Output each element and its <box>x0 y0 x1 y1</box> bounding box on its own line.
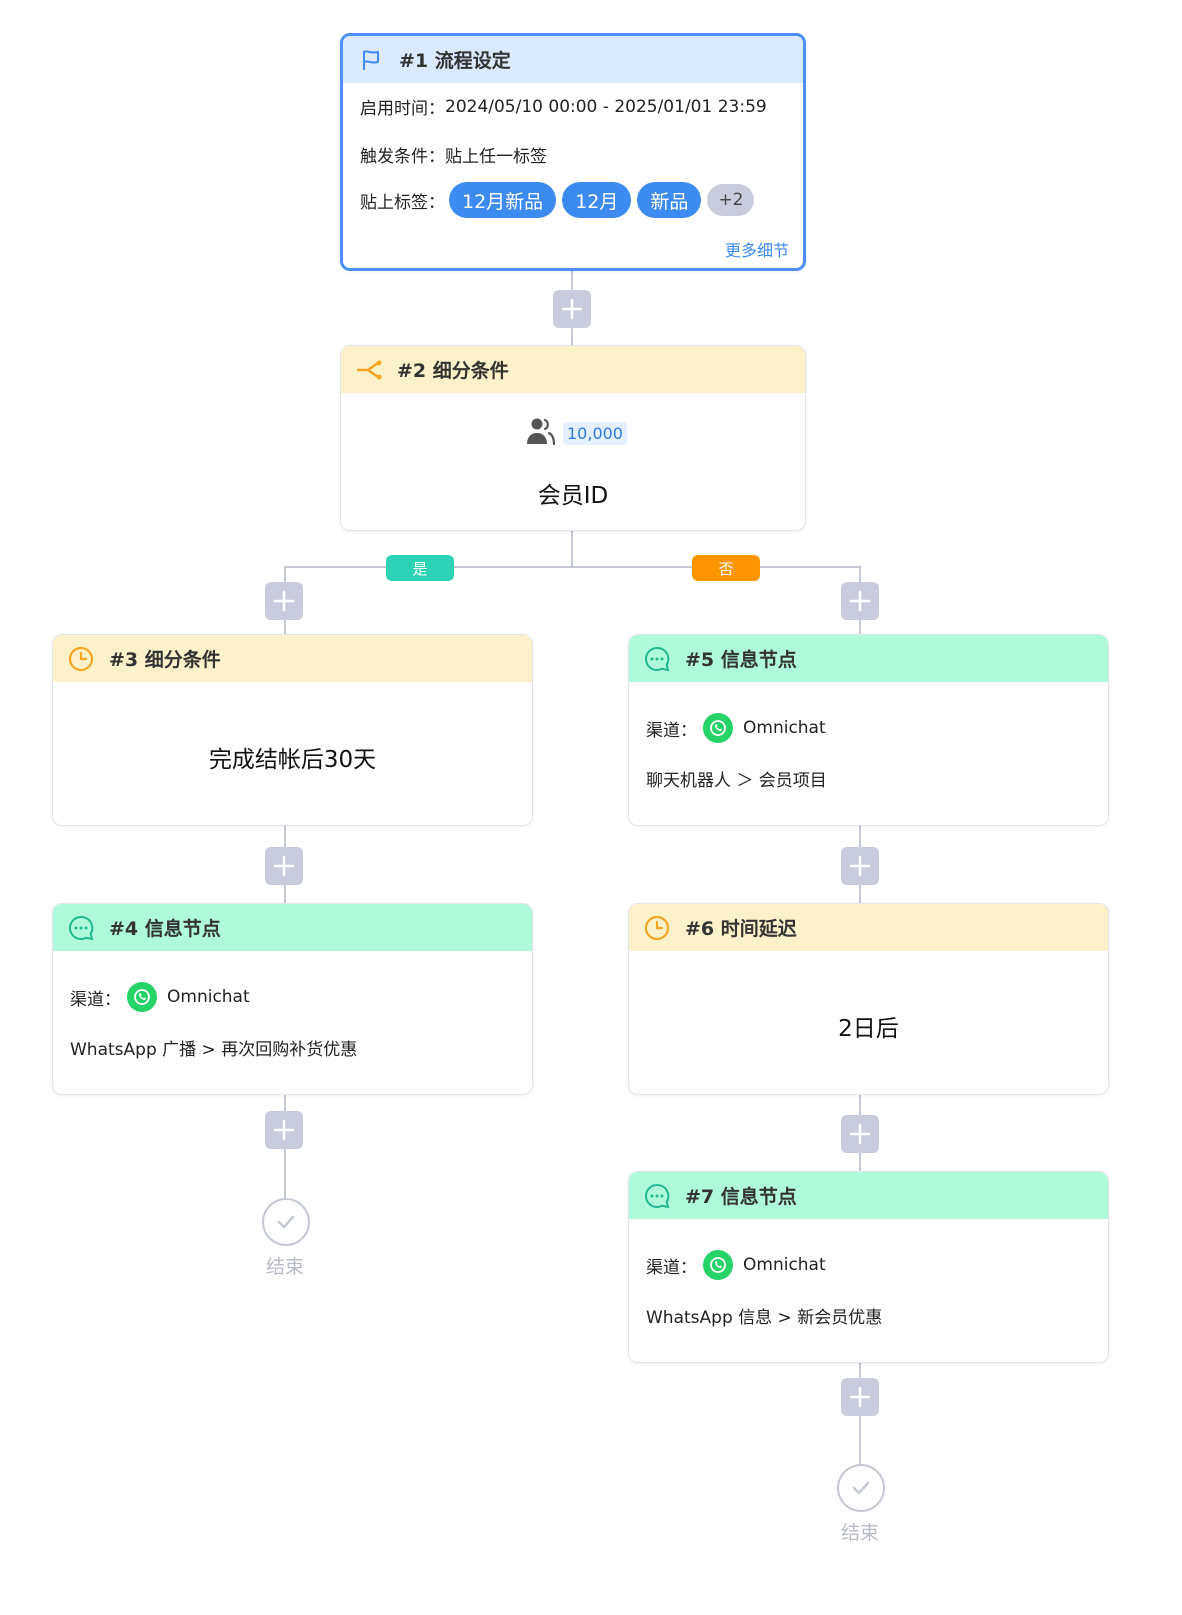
message-path: WhatsApp 信息 > 新会员优惠 <box>646 1308 883 1328</box>
plus-icon <box>849 855 871 877</box>
node-3-title: #3 细分条件 <box>109 649 221 671</box>
trigger-label: 触发条件： <box>360 147 445 167</box>
more-details-link[interactable]: 更多细节 <box>724 241 789 260</box>
node-2-segment[interactable]: #2 细分条件 10,000 会员ID <box>340 345 806 531</box>
plus-icon <box>849 1386 871 1408</box>
whatsapp-icon <box>127 982 157 1012</box>
message-icon <box>67 914 95 942</box>
add-step-button[interactable] <box>841 847 879 885</box>
plus-icon <box>273 855 295 877</box>
channel-row: 渠道： Omnichat <box>70 982 250 1012</box>
enable-time-value: 2024/05/10 00:00 - 2025/01/01 23:59 <box>445 96 767 117</box>
tag-chip: 12月新品 <box>449 182 557 218</box>
yes-branch-badge: 是 <box>386 555 454 581</box>
add-step-button[interactable] <box>841 582 879 620</box>
plus-icon <box>273 590 295 612</box>
end-marker <box>262 1198 310 1246</box>
node-6-time-delay[interactable]: #6 时间延迟 2日后 <box>628 903 1109 1095</box>
plus-icon <box>849 1123 871 1145</box>
channel-label: 渠道： <box>70 989 121 1010</box>
node-1-header: #1 流程设定 <box>343 36 803 83</box>
plus-icon <box>849 590 871 612</box>
tags-label: 贴上标签： <box>360 192 445 213</box>
add-step-button[interactable] <box>841 1378 879 1416</box>
end-label: 结束 <box>840 1522 879 1544</box>
trigger-row: 触发条件： 贴上任一标签 <box>360 142 547 167</box>
node-2-header: #2 细分条件 <box>341 346 805 393</box>
audience-count-badge: 10,000 <box>563 421 627 445</box>
node-5-title: #5 信息节点 <box>685 649 797 671</box>
node-4-title: #4 信息节点 <box>109 918 221 940</box>
add-step-button[interactable] <box>265 847 303 885</box>
end-marker <box>837 1464 885 1512</box>
branch-icon <box>355 356 383 384</box>
end-label: 结束 <box>265 1256 304 1278</box>
node-7-header: #7 信息节点 <box>629 1172 1108 1219</box>
check-icon <box>277 1215 295 1229</box>
node-7-message[interactable]: #7 信息节点 渠道： Omnichat WhatsApp 信息 > 新会员优惠 <box>628 1171 1109 1363</box>
node-6-header: #6 时间延迟 <box>629 904 1108 951</box>
check-icon <box>852 1481 870 1495</box>
tag-chip: 新品 <box>637 182 702 218</box>
add-step-button[interactable] <box>265 582 303 620</box>
whatsapp-icon <box>703 1250 733 1280</box>
add-step-button[interactable] <box>553 290 591 328</box>
whatsapp-icon <box>703 713 733 743</box>
node-1-flow-settings[interactable]: #1 流程设定 启用时间： 2024/05/10 00:00 - 2025/01… <box>340 33 806 271</box>
no-branch-badge: 否 <box>692 555 760 581</box>
message-path: 聊天机器人 ＞ 会员项目 <box>646 771 827 791</box>
more-tags-badge[interactable]: +2 <box>707 184 755 216</box>
message-path: WhatsApp 广播 > 再次回购补货优惠 <box>70 1040 358 1060</box>
trigger-value: 贴上任一标签 <box>445 147 547 167</box>
tags-row: 贴上标签： 12月新品 12月 新品 +2 <box>360 182 760 218</box>
node-5-message[interactable]: #5 信息节点 渠道： Omnichat 聊天机器人 ＞ 会员项目 <box>628 634 1109 826</box>
audience-count: 10,000 <box>527 416 627 450</box>
clock-icon <box>67 645 95 673</box>
delay-value: 2日后 <box>838 1016 899 1042</box>
node-3-header: #3 细分条件 <box>53 635 532 682</box>
node-5-header: #5 信息节点 <box>629 635 1108 682</box>
enable-time-label: 启用时间： <box>360 99 445 119</box>
node-4-message[interactable]: #4 信息节点 渠道： Omnichat WhatsApp 广播 > 再次回购补… <box>52 903 533 1095</box>
channel-value: Omnichat <box>743 1255 826 1275</box>
node-6-title: #6 时间延迟 <box>685 918 797 940</box>
node-4-header: #4 信息节点 <box>53 904 532 951</box>
add-step-button[interactable] <box>265 1111 303 1149</box>
flag-icon <box>357 46 385 74</box>
node-1-title: #1 流程设定 <box>399 50 511 72</box>
plus-icon <box>561 298 583 320</box>
channel-value: Omnichat <box>743 718 826 738</box>
tag-chip: 12月 <box>562 182 632 218</box>
message-icon <box>643 645 671 673</box>
channel-value: Omnichat <box>167 987 250 1007</box>
plus-icon <box>273 1119 295 1141</box>
node-7-title: #7 信息节点 <box>685 1186 797 1208</box>
node-3-segment[interactable]: #3 细分条件 完成结帐后30天 <box>52 634 533 826</box>
segment-field: 会员ID <box>537 483 609 509</box>
enable-time-row: 启用时间： 2024/05/10 00:00 - 2025/01/01 23:5… <box>360 94 767 120</box>
channel-label: 渠道： <box>646 1257 697 1278</box>
channel-row: 渠道： Omnichat <box>646 713 826 743</box>
add-step-button[interactable] <box>841 1115 879 1153</box>
users-icon <box>527 416 556 450</box>
channel-row: 渠道： Omnichat <box>646 1250 826 1280</box>
channel-label: 渠道： <box>646 720 697 741</box>
clock-icon <box>643 914 671 942</box>
node-2-title: #2 细分条件 <box>397 360 509 382</box>
message-icon <box>643 1182 671 1210</box>
node-3-condition: 完成结帐后30天 <box>208 747 377 773</box>
